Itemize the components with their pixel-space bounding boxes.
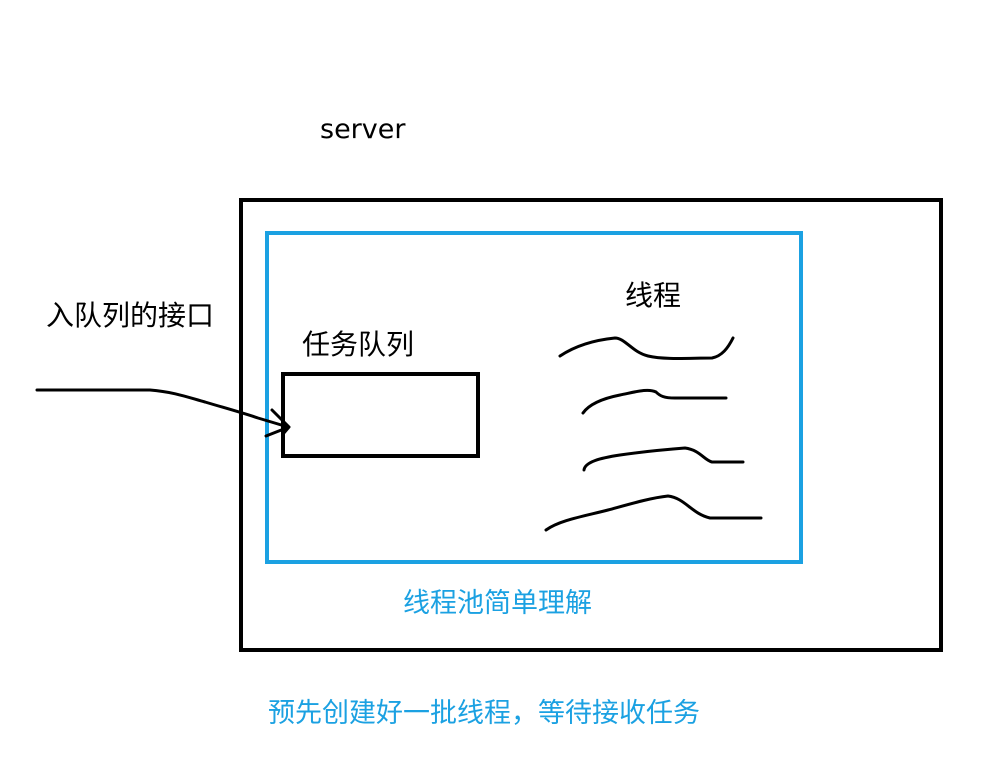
enqueue-arrow-head (264, 408, 291, 438)
task-queue-label: 任务队列 (302, 328, 415, 361)
thread-pool-box (265, 231, 803, 564)
thread-line (581, 388, 728, 415)
enqueue-arrow-line (35, 388, 290, 429)
thread-line (558, 336, 735, 360)
enqueue-interface-label: 入队列的接口 (46, 299, 215, 332)
thread-line (582, 446, 745, 472)
thread-line (544, 494, 763, 532)
thread-pool-caption: 线程池简单理解 (403, 588, 592, 619)
task-queue-box (281, 372, 480, 458)
server-box (239, 198, 943, 652)
server-label: server (320, 114, 406, 145)
threads-label: 线程 (625, 279, 682, 312)
bottom-caption: 预先创建好一批线程，等待接收任务 (268, 698, 700, 729)
